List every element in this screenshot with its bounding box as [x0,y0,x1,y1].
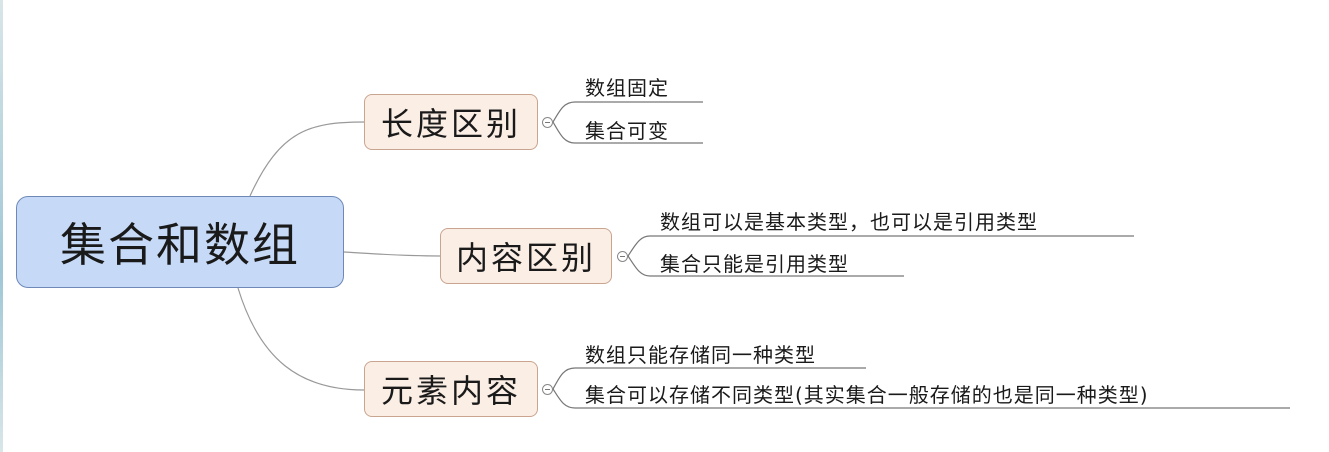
branch-topic-length[interactable]: 长度区别 [364,94,538,150]
connector-root-branch-3 [237,287,365,391]
collapse-toggle-icon[interactable] [617,251,628,262]
leaf-topic[interactable]: 集合可以存储不同类型(其实集合一般存储的也是同一种类型) [585,379,1149,408]
branch-topic-content[interactable]: 内容区别 [440,228,612,284]
leaf-topic[interactable]: 数组只能存储同一种类型 [585,339,816,368]
leaf-topic[interactable]: 集合只能是引用类型 [660,248,849,277]
branch-topic-label: 元素内容 [380,372,521,410]
connector-branch-2-leaf-2 [627,255,904,277]
leaf-topic[interactable]: 数组可以是基本类型，也可以是引用类型 [660,206,1038,235]
connector-branch-3-leaf-2 [552,388,1290,409]
branch-topic-elements[interactable]: 元素内容 [364,361,538,417]
leaf-topic[interactable]: 数组固定 [585,72,669,101]
window-edge-strip [0,0,3,452]
connector-branch-1-leaf-2 [552,121,703,144]
leaf-topic-label: 数组可以是基本类型，也可以是引用类型 [660,210,1038,234]
root-topic[interactable]: 集合和数组 [16,196,344,288]
leaf-topic-label: 数组固定 [585,76,669,100]
leaf-topic[interactable]: 集合可变 [585,115,669,144]
collapse-toggle-icon[interactable] [542,384,553,395]
connector-branch-3-leaf-1 [552,367,866,390]
leaf-topic-label: 数组只能存储同一种类型 [585,343,816,367]
branch-topic-label: 内容区别 [455,239,596,277]
collapse-toggle-icon[interactable] [542,117,553,128]
connector-branch-2-leaf-1 [627,235,1134,257]
connector-root-branch-2 [343,251,441,257]
connector-branch-1-leaf-1 [552,101,703,123]
leaf-topic-label: 集合可变 [585,119,669,143]
connector-root-branch-1 [249,121,365,197]
branch-topic-label: 长度区别 [380,105,521,143]
root-topic-label: 集合和数组 [60,218,300,272]
leaf-topic-label: 集合可以存储不同类型(其实集合一般存储的也是同一种类型) [585,383,1149,407]
leaf-topic-label: 集合只能是引用类型 [660,252,849,276]
